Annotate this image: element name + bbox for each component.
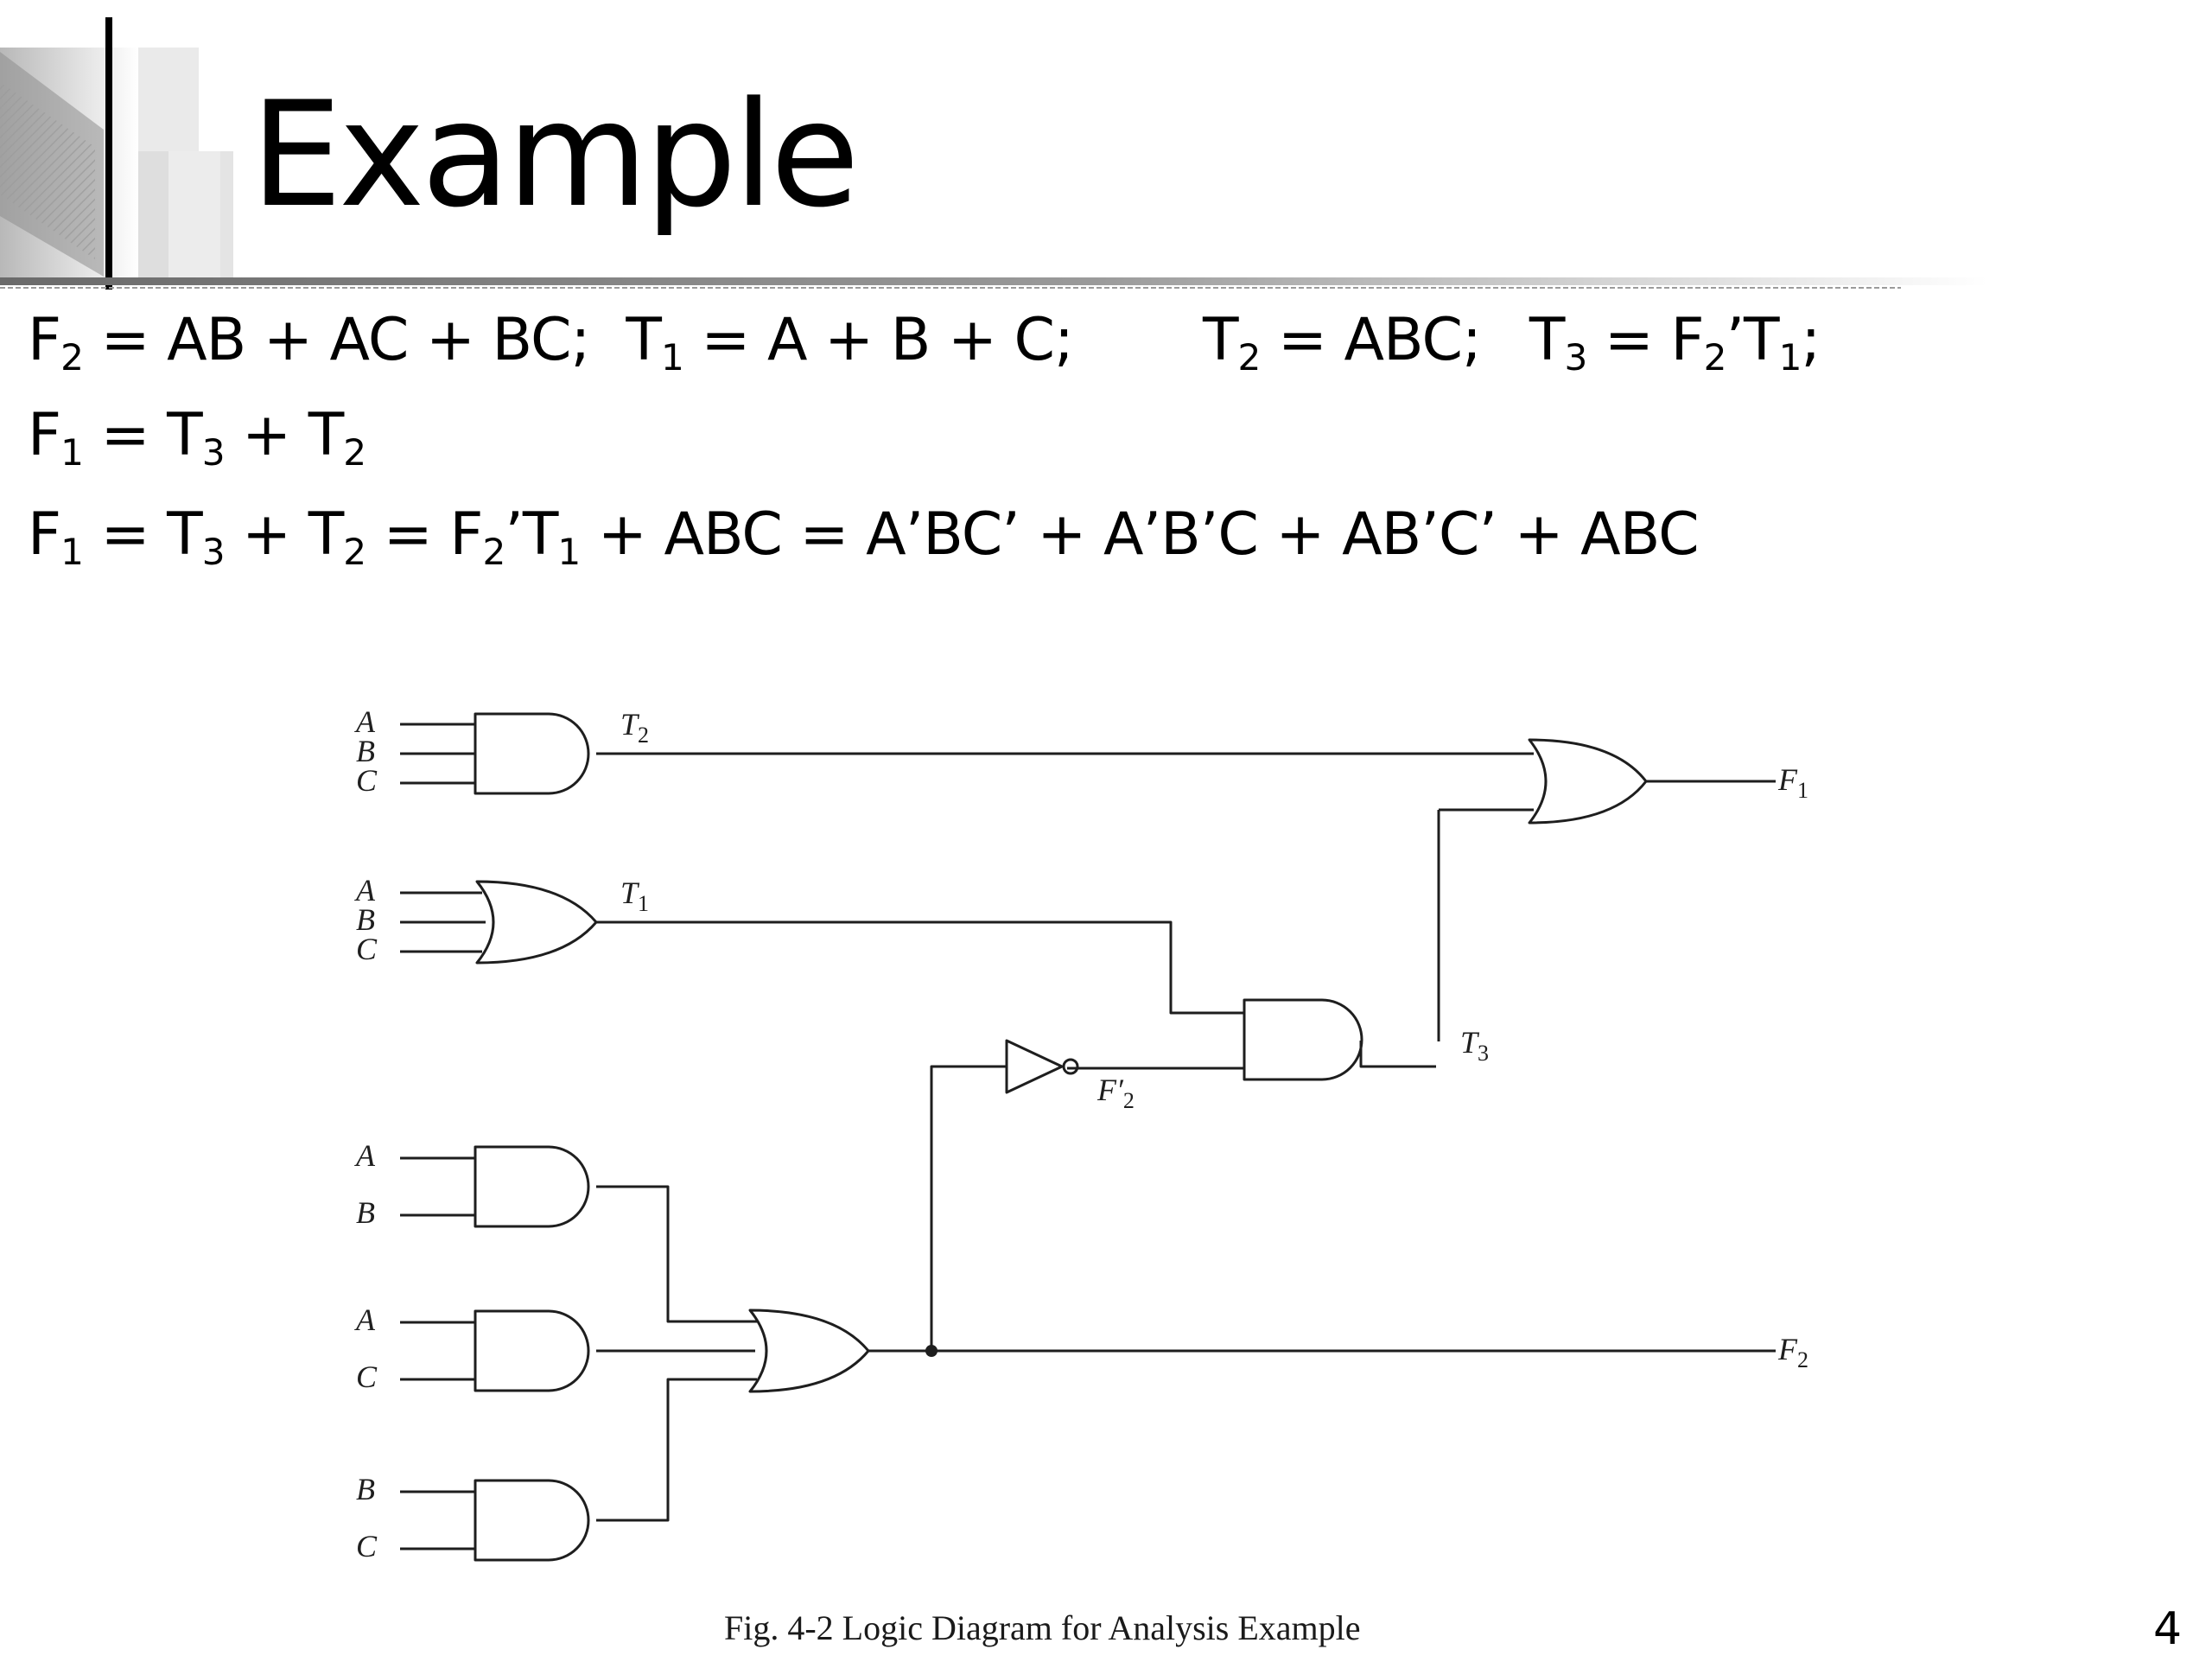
- and-gate-t2: [474, 712, 590, 795]
- input-label-a: A: [354, 704, 376, 739]
- or-gate-t1: [475, 880, 598, 965]
- input-label-a: A: [354, 1302, 376, 1337]
- signal-label-t3: T3: [1460, 1025, 1489, 1066]
- junction-dot: [925, 1345, 938, 1357]
- signal-label-f2-prime: F′2: [1096, 1073, 1135, 1113]
- equation-t1: T1 = A + B + C;: [626, 306, 1074, 379]
- header-decoration: [0, 17, 1987, 290]
- figure-caption: Fig. 4-2 Logic Diagram for Analysis Exam…: [724, 1608, 1361, 1647]
- input-label-c: C: [356, 932, 378, 966]
- equation-f2: F2 = AB + AC + BC;: [28, 306, 590, 379]
- signal-label-t2: T2: [620, 707, 649, 748]
- input-label-c: C: [356, 1360, 378, 1394]
- inverter-f2: [1005, 1039, 1064, 1094]
- input-label-c: C: [356, 1529, 378, 1563]
- input-label-b: B: [356, 902, 375, 937]
- output-label-f2: F2: [1777, 1332, 1808, 1372]
- input-label-b: B: [356, 1472, 375, 1506]
- input-label-a: A: [354, 1138, 376, 1173]
- inverter-bubble: [1062, 1058, 1079, 1075]
- and-gate-ab: [474, 1145, 590, 1228]
- equation-t2: T2 = ABC;: [1202, 306, 1482, 379]
- and-gate-bc: [474, 1479, 590, 1562]
- corner-decoration: [0, 48, 233, 281]
- input-label-a: A: [354, 873, 376, 907]
- input-label-b: B: [356, 734, 375, 768]
- slide-title: Example: [251, 70, 860, 239]
- and-gate-t3: [1243, 998, 1363, 1081]
- equation-t3: T3 = F2’T1;: [1529, 306, 1821, 379]
- equation-line-3: F1 = T3 + T2 = F2’T1 + ABC = A’BC’ + A’B…: [28, 500, 1700, 573]
- input-label-c: C: [356, 763, 378, 798]
- title-underline: [0, 277, 1987, 285]
- or-gate-f1: [1528, 738, 1648, 825]
- or-gate-f2: [748, 1309, 870, 1393]
- equation-line-1: F2 = AB + AC + BC; T1 = A + B + C; T2 = AB…: [28, 306, 1821, 379]
- title-vertical-bar: [105, 17, 112, 290]
- and-gate-ac: [474, 1309, 590, 1392]
- equation-line-2: F1 = T3 + T2: [28, 401, 366, 474]
- input-label-b: B: [356, 1195, 375, 1230]
- output-label-f1: F1: [1777, 762, 1808, 803]
- wires: [400, 723, 1776, 1551]
- signal-label-t1: T1: [620, 876, 649, 916]
- page-number: 4: [2153, 1603, 2183, 1655]
